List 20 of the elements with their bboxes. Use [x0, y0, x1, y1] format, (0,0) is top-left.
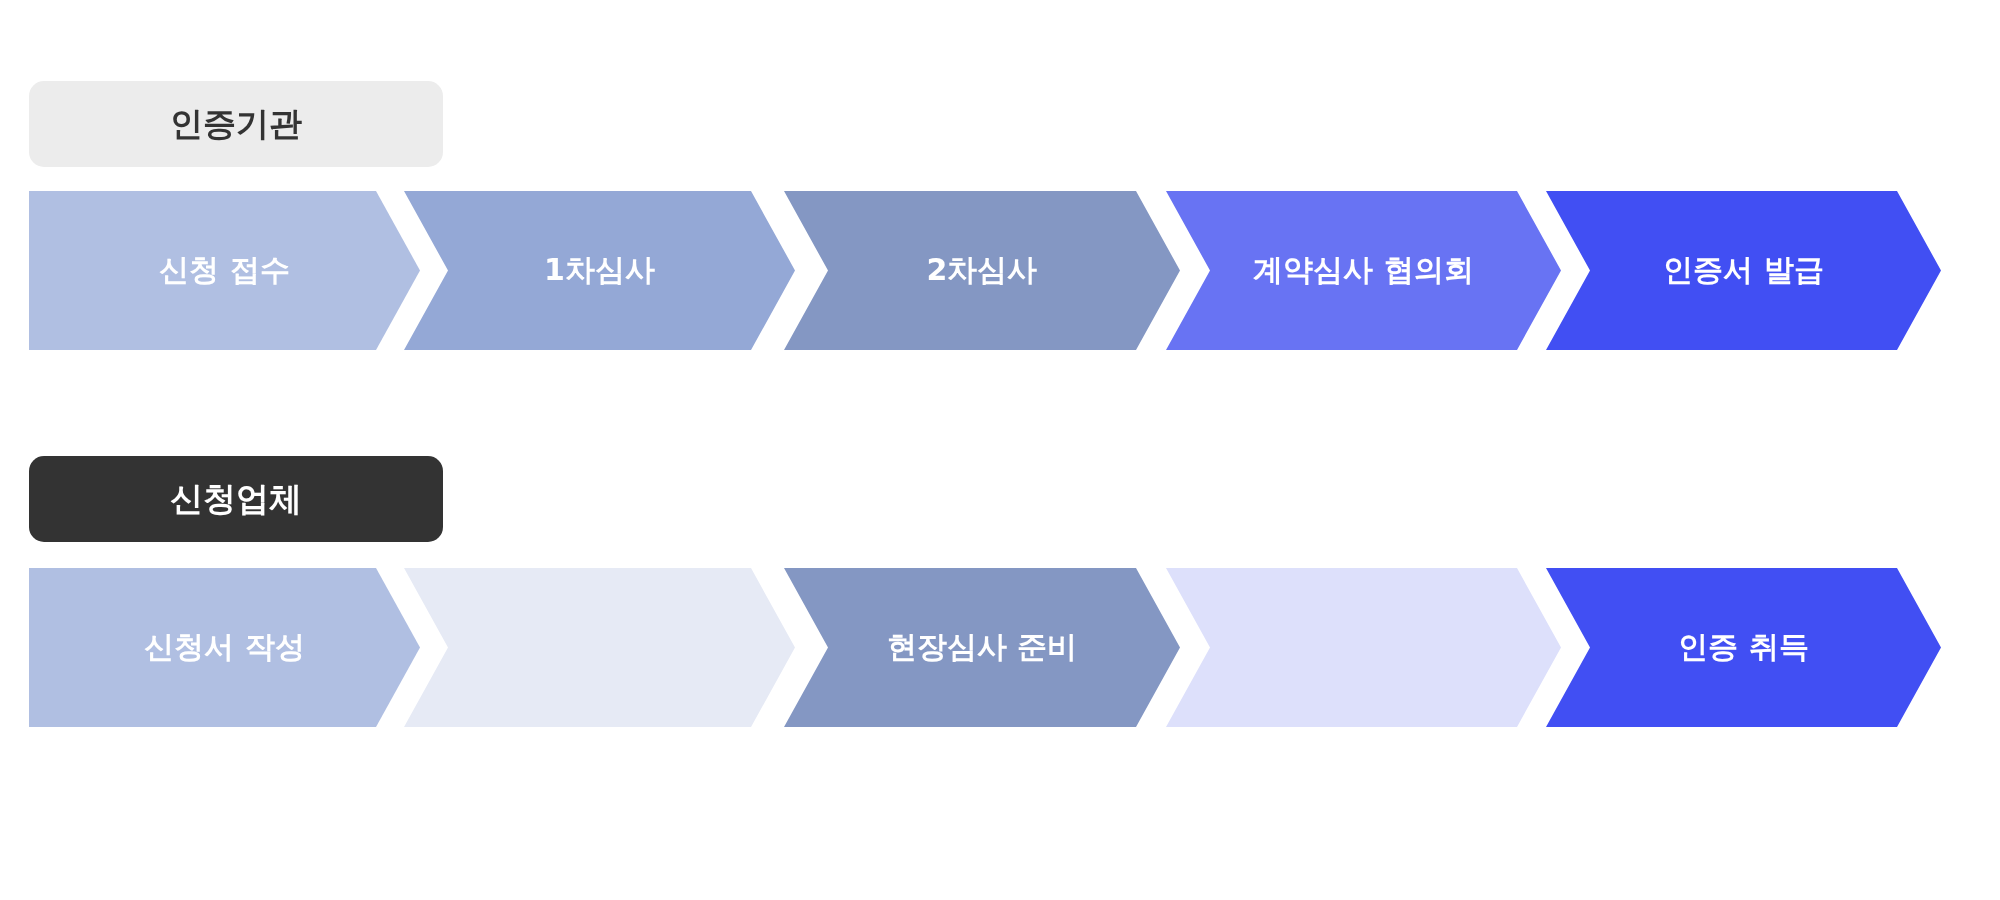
process-step	[1546, 191, 1941, 350]
section-header: 신청업체	[29, 456, 443, 542]
process-step	[29, 191, 420, 350]
process-step	[1546, 568, 1941, 727]
process-step	[1166, 568, 1561, 727]
step-label: 신청서 작성	[144, 628, 305, 666]
process-step	[404, 191, 795, 350]
step-label: 1차심사	[544, 251, 655, 289]
step-label: 현장심사 준비	[886, 628, 1078, 666]
step-label: 2차심사	[926, 251, 1038, 289]
step-label: 인증서 발급	[1663, 251, 1824, 289]
process-step	[1166, 191, 1561, 350]
step-label: 신청 접수	[159, 251, 290, 289]
step-label: 계약심사 협의회	[1253, 251, 1474, 289]
step-label: 인증 취득	[1678, 628, 1809, 666]
process-step	[784, 568, 1180, 727]
process-step	[404, 568, 795, 727]
section-header: 인증기관	[29, 81, 443, 167]
process-step	[29, 568, 420, 727]
process-step	[784, 191, 1180, 350]
